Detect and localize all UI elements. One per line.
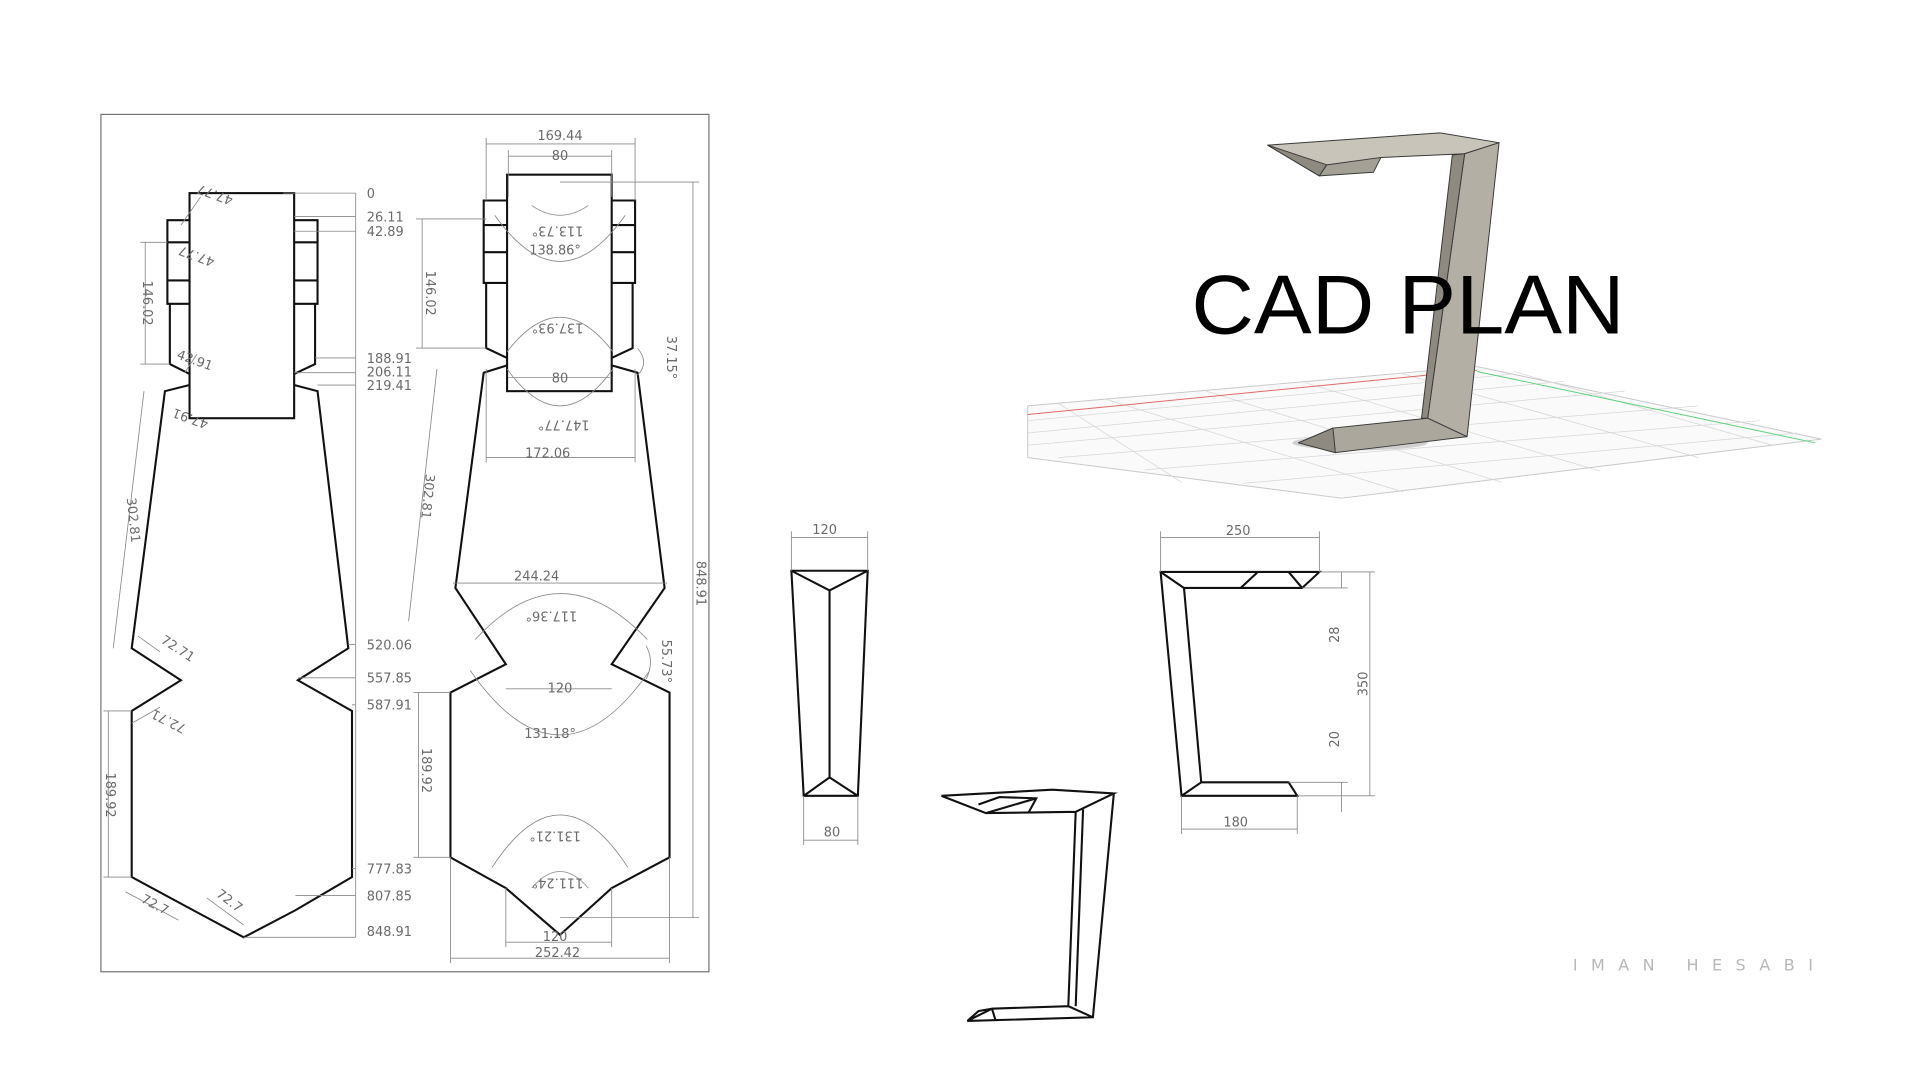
- angle-label: 113.73°: [532, 222, 584, 237]
- dim-label: 146.02: [422, 271, 437, 316]
- elevation-label: 520.06: [367, 638, 412, 653]
- angle-label: 111.24°: [532, 874, 584, 889]
- dim-label: 20: [1328, 731, 1343, 747]
- right-flat-pattern: 169.44 80 80 172.06 244.24 120 120 252.4…: [408, 129, 708, 964]
- dim-label: 252.42: [535, 946, 580, 961]
- x-axis-line: [1027, 369, 1477, 416]
- stand-model: [1267, 132, 1500, 454]
- elevation-label: 848.91: [367, 925, 412, 940]
- dim-label: 80: [552, 372, 568, 387]
- dim-label: 72.7: [213, 887, 245, 916]
- angle-label: 131.21°: [529, 828, 581, 843]
- dim-label: 47.77: [195, 180, 235, 207]
- dim-label: 848.91: [693, 561, 708, 606]
- side-view: 250 350 28 20 180: [1159, 524, 1375, 834]
- author-credit: IMAN HESABI: [1573, 956, 1822, 975]
- dim-label: 302.81: [123, 497, 143, 543]
- elevation-label: 26.11: [367, 210, 404, 225]
- dim-label: 120: [812, 523, 837, 538]
- elevation-label: 587.91: [367, 699, 412, 714]
- dim-label: 146.02: [139, 280, 154, 325]
- dim-label: 189.92: [102, 772, 117, 817]
- dim-label: 302.81: [417, 473, 437, 519]
- dim-label: 244.24: [514, 570, 559, 585]
- dim-label: 80: [824, 825, 840, 840]
- elevation-label: 206.11: [367, 365, 412, 380]
- dim-label: 80: [552, 149, 568, 164]
- angle-label: 137.93°: [532, 320, 584, 335]
- angle-label: 55.73°: [658, 640, 673, 683]
- dim-label: 28: [1328, 626, 1343, 642]
- elevation-label: 188.91: [367, 352, 412, 367]
- angle-label: 131.18°: [524, 727, 576, 742]
- angle-label: 117.36°: [526, 607, 578, 622]
- elevation-label: 557.85: [367, 672, 412, 687]
- elevation-label: 807.85: [367, 889, 412, 904]
- elevation-label: 777.83: [367, 862, 412, 877]
- angle-label: 138.86°: [529, 244, 581, 259]
- isometric-line-view: [941, 788, 1118, 1023]
- dim-label: 250: [1226, 524, 1251, 539]
- elevation-label: 219.41: [367, 379, 412, 394]
- elevation-label: 0: [367, 187, 375, 202]
- dim-label: 120: [548, 682, 573, 697]
- angle-label: 37.15°: [663, 336, 678, 379]
- dim-label: 189.92: [418, 748, 433, 793]
- render-3d: [1027, 132, 1822, 499]
- dim-label: 47.77: [177, 242, 217, 269]
- drawing-frame: [100, 113, 710, 973]
- dim-label: 350: [1356, 672, 1371, 697]
- y-axis-line: [1476, 370, 1816, 444]
- dim-label: 180: [1223, 816, 1248, 831]
- page-title: CAD PLAN: [1191, 257, 1624, 351]
- front-view: 120 80: [790, 523, 869, 846]
- dim-label: 72.71: [149, 705, 189, 735]
- elevation-label: 42.89: [367, 225, 404, 240]
- angle-label: 147.77°: [538, 417, 590, 432]
- dim-label: 169.44: [537, 129, 582, 144]
- left-flat-pattern: 0 26.11 42.89 188.91 206.11 219.41 520.0…: [102, 180, 412, 940]
- dim-label: 172.06: [525, 447, 570, 462]
- dim-label: 72.71: [158, 633, 197, 666]
- dim-label: 120: [543, 930, 568, 945]
- dim-label: 47.91: [171, 404, 211, 431]
